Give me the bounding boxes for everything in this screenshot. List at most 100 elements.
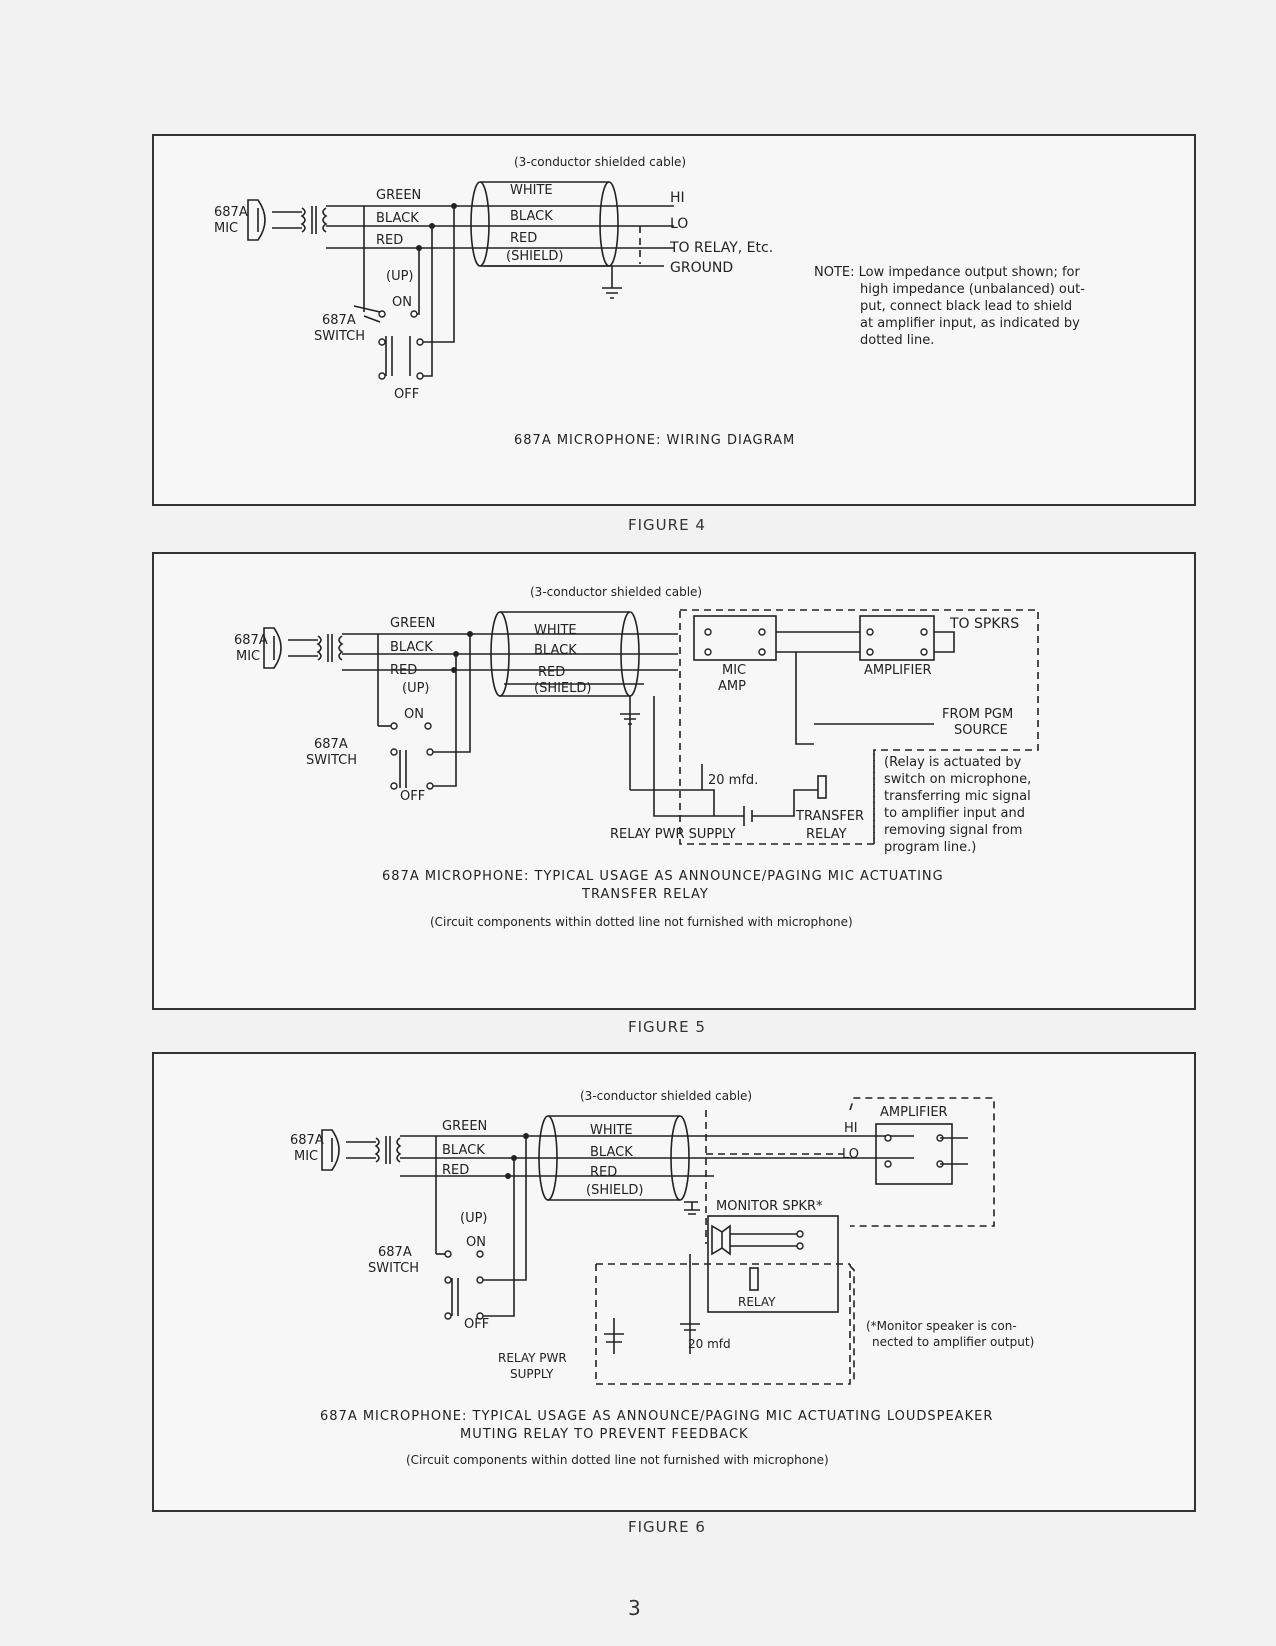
note-line-4: at amplifier input, as indicated by: [860, 316, 1080, 331]
to-speakers-label: TO SPKRS: [949, 616, 1019, 632]
figure-5-diagram: 687A MIC GREEN BLACK RED (3-conductor sh…: [234, 585, 1039, 929]
figure-6-caption-1: 687A MICROPHONE: TYPICAL USAGE AS ANNOUN…: [320, 1409, 993, 1424]
switch-label-2: SWITCH: [306, 753, 357, 768]
figure-4-caption: 687A MICROPHONE: WIRING DIAGRAM: [514, 433, 795, 448]
toggle-switch-icon: [353, 206, 411, 376]
switch-off-label: OFF: [464, 1317, 489, 1332]
mic-label-2: MIC: [294, 1149, 318, 1164]
cable-note: (3-conductor shielded cable): [530, 585, 702, 599]
microphone-icon: [263, 627, 282, 669]
note-line-2: high impedance (unbalanced) out-: [860, 282, 1085, 297]
amp-lo-label: LO: [842, 1147, 859, 1162]
cable-shield-label: (SHIELD): [586, 1183, 643, 1198]
relay-label: RELAY: [738, 1295, 776, 1309]
switch-up-label: (UP): [402, 681, 430, 696]
cable-white-label: WHITE: [510, 183, 553, 198]
figure-5-subcaption: (Circuit components within dotted line n…: [430, 915, 853, 929]
microphone-icon: [321, 1129, 340, 1171]
switch-label-1: 687A: [378, 1245, 412, 1260]
cable-black-label: BLACK: [590, 1145, 633, 1160]
figure-5-caption-2: TRANSFER RELAY: [581, 887, 709, 902]
cable-white-label: WHITE: [534, 623, 577, 638]
cable-red-label: RED: [590, 1165, 617, 1180]
from-pgm-label-2: SOURCE: [954, 723, 1008, 738]
relay-boundary: [595, 1263, 851, 1385]
amplifier-label: AMPLIFIER: [880, 1105, 948, 1120]
note-line-5: dotted line.: [860, 333, 934, 348]
wire-black-label: BLACK: [390, 640, 433, 655]
cable-black-label: BLACK: [510, 209, 553, 224]
figure-4-label: FIGURE 4: [628, 516, 706, 534]
mic-label-2: MIC: [214, 221, 238, 236]
shielded-cable-icon: [538, 1115, 690, 1201]
transfer-relay-label-1: TRANSFER: [795, 809, 864, 824]
relay-note-line-6: program line.): [884, 840, 976, 855]
switch-on-label: ON: [404, 707, 424, 722]
amplifier-box: [859, 615, 935, 661]
cable-red-label: RED: [510, 231, 537, 246]
switch-label-1: 687A: [322, 313, 356, 328]
relay-supply-label: RELAY PWR SUPPLY: [610, 827, 736, 842]
wire-red-label: RED: [442, 1163, 469, 1178]
wire-green-label: GREEN: [376, 188, 421, 203]
monitor-speaker-label: MONITOR SPKR*: [716, 1199, 823, 1214]
transfer-relay-label-2: RELAY: [806, 827, 847, 842]
amplifier-boundary: [849, 1097, 995, 1227]
toggle-switch-icon: [377, 634, 407, 788]
mic-amp-label-2: AMP: [718, 679, 746, 694]
output-ground: GROUND: [670, 260, 733, 276]
amplifier-box: [875, 1123, 953, 1185]
switch-off-label: OFF: [394, 387, 419, 402]
output-to-relay: TO RELAY, Etc.: [669, 240, 773, 256]
note-line-3: put, connect black lead to shield: [860, 299, 1072, 314]
transfer-relay-coil-icon: [817, 775, 827, 799]
mic-amp-label-1: MIC: [722, 663, 746, 678]
switch-label-2: SWITCH: [368, 1261, 419, 1276]
cable-note: (3-conductor shielded cable): [514, 155, 686, 169]
figure-4-panel: 687A MIC GREEN BLACK RED (3-conductor sh…: [152, 134, 1196, 506]
signal-dotted-lines: [705, 1110, 844, 1244]
wire-black-label: BLACK: [376, 211, 419, 226]
figure-6-panel: 687A MIC GREEN BLACK RED (3-conductor sh…: [152, 1052, 1196, 1512]
monitor-note-line-1: (*Monitor speaker is con-: [866, 1319, 1017, 1333]
cable-red-label: RED: [538, 665, 565, 680]
figure-6-caption-2: MUTING RELAY TO PREVENT FEEDBACK: [460, 1427, 749, 1442]
mic-amp-box: [693, 615, 777, 661]
capacitor-label: 20 mfd: [688, 1337, 731, 1351]
wire-red-label: RED: [390, 663, 417, 678]
switch-on-label: ON: [392, 295, 412, 310]
switch-on-label: ON: [466, 1235, 486, 1250]
note-dotted-line: [849, 1265, 855, 1384]
transformer-icon: [346, 1136, 402, 1164]
mic-label-1: 687A: [214, 205, 248, 220]
relay-note-line-1: (Relay is actuated by: [884, 755, 1022, 770]
page-number: 3: [628, 1596, 641, 1620]
wire-green-label: GREEN: [442, 1119, 487, 1134]
figure-6-diagram: 687A MIC GREEN BLACK RED (3-conductor sh…: [290, 1089, 1034, 1467]
switch-up-label: (UP): [460, 1211, 488, 1226]
wire-black-label: BLACK: [442, 1143, 485, 1158]
figure-5-label: FIGURE 5: [628, 1018, 706, 1036]
transformer-icon: [288, 634, 344, 662]
figure-4-diagram: 687A MIC GREEN BLACK RED (3-conductor sh…: [214, 155, 1085, 448]
wire-red-label: RED: [376, 233, 403, 248]
figure-6-subcaption: (Circuit components within dotted line n…: [406, 1453, 829, 1467]
transformer-icon: [272, 206, 328, 234]
capacitor-label: 20 mfd.: [708, 773, 758, 788]
relay-note-line-4: to amplifier input and: [884, 806, 1025, 821]
output-lo: LO: [670, 216, 688, 232]
switch-off-label: OFF: [400, 789, 425, 804]
relay-supply-label-2: SUPPLY: [510, 1367, 554, 1381]
speaker-icon: [711, 1224, 731, 1256]
relay-note-line-2: switch on microphone,: [884, 772, 1031, 787]
figure-5-panel: 687A MIC GREEN BLACK RED (3-conductor sh…: [152, 552, 1196, 1010]
microphone-icon: [247, 199, 266, 241]
wire-green-label: GREEN: [390, 616, 435, 631]
output-hi: HI: [670, 190, 685, 206]
figure-5-caption-1: 687A MICROPHONE: TYPICAL USAGE AS ANNOUN…: [382, 869, 944, 884]
external-components-boundary: [679, 609, 1039, 845]
amp-hi-label: HI: [844, 1121, 858, 1136]
cable-shield-label: (SHIELD): [506, 249, 563, 264]
cable-black-label: BLACK: [534, 643, 577, 658]
monitor-note-line-2: nected to amplifier output): [872, 1335, 1034, 1349]
